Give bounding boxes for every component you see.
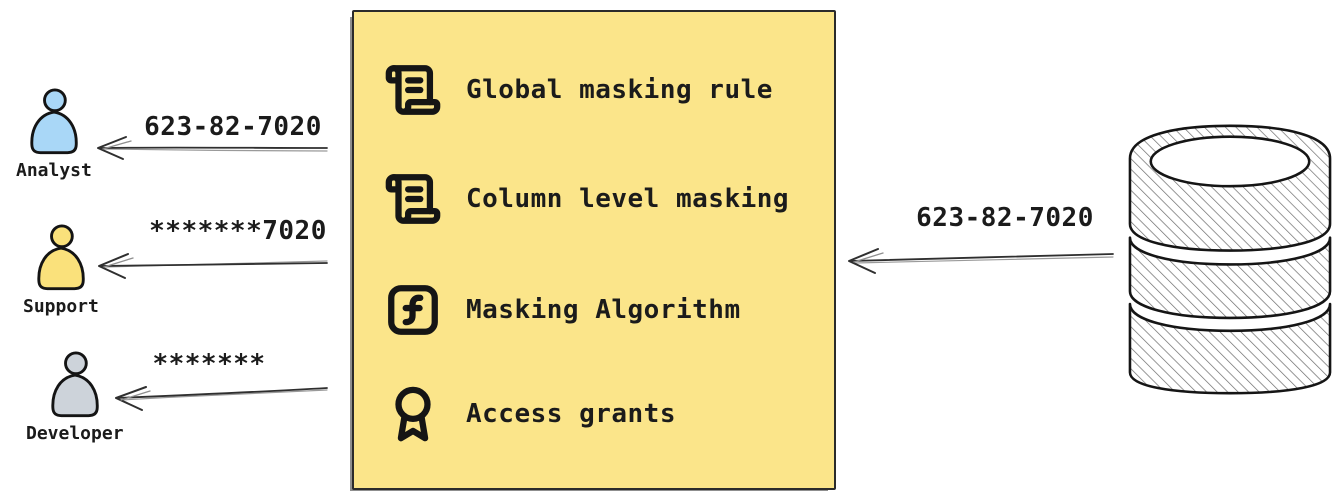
- actor-analyst: Analyst: [16, 88, 92, 181]
- flow-value-database: 623-82-7020: [916, 203, 1094, 233]
- support-person-icon: [37, 224, 85, 291]
- masking-item-column-level: Column level masking: [384, 168, 789, 230]
- masking-item-access-grants: Access grants: [384, 383, 676, 445]
- database-cylinder: [1128, 124, 1332, 395]
- actor-developer: Developer: [26, 351, 124, 444]
- analyst-person-icon: [30, 88, 78, 155]
- database-icon: [1128, 124, 1332, 395]
- function-square-icon: [388, 285, 438, 335]
- scroll-text-icon: [385, 174, 441, 224]
- masking-item-label: Access grants: [466, 399, 676, 429]
- masking-item-label: Column level masking: [466, 184, 790, 214]
- masking-item-global-rule: Global masking rule: [384, 59, 773, 121]
- masking-box: Global masking rule Column level masking…: [352, 10, 836, 490]
- flow-value-developer: *******: [152, 349, 266, 379]
- scroll-text-icon: [385, 65, 441, 115]
- arrow-box-to-support: [98, 253, 328, 279]
- actor-label: Support: [23, 296, 99, 317]
- masking-item-algorithm: Masking Algorithm: [384, 279, 741, 341]
- arrow-database-to-box: [848, 248, 1114, 274]
- award-icon: [395, 386, 431, 442]
- flow-value-support: *******7020: [149, 216, 327, 246]
- actor-label: Developer: [26, 423, 124, 444]
- actor-label: Analyst: [16, 160, 92, 181]
- arrow-box-to-developer: [115, 386, 328, 411]
- masking-item-label: Global masking rule: [466, 75, 773, 105]
- flow-value-analyst: 623-82-7020: [144, 112, 322, 142]
- actor-support: Support: [23, 224, 99, 317]
- developer-person-icon: [51, 351, 99, 418]
- masking-item-label: Masking Algorithm: [466, 295, 741, 325]
